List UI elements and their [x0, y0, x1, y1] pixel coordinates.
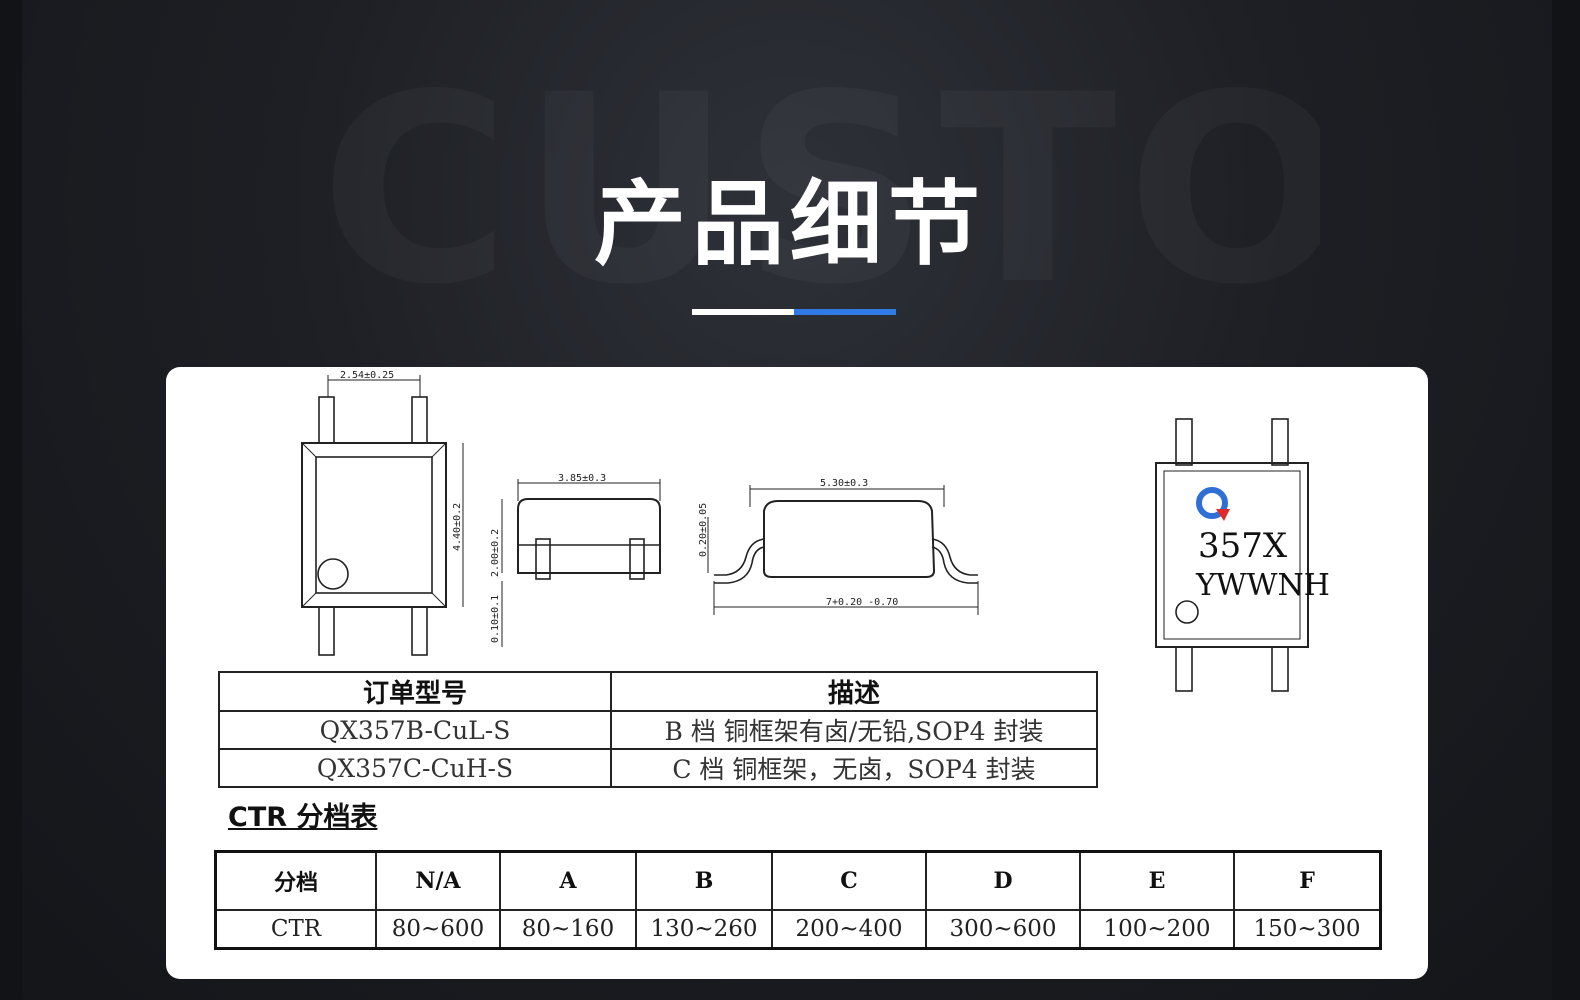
ctr-value-cell: 300~600: [925, 909, 1081, 950]
ctr-header-cell: A: [499, 850, 637, 911]
table-row: QX357B-CuL-S B 档 铜框架有卤/无铅,SOP4 封装: [218, 710, 1098, 750]
ctr-value-row: CTR 80~600 80~160 130~260 200~400 300~60…: [214, 909, 1382, 950]
ctr-header-cell: 分档: [214, 850, 377, 911]
ctr-header-cell: B: [635, 850, 773, 911]
underline-blue-segment: [794, 309, 896, 315]
dim-pitch: 2.54±0.25: [340, 370, 394, 381]
order-header-description: 描述: [610, 671, 1098, 712]
marking-view-drawing: 357X YWWNH: [1155, 418, 1330, 692]
page-title: 产品细节: [593, 171, 986, 278]
dim-lead-thickness: 0.20±0.05: [698, 503, 709, 557]
ctr-header-row: 分档 N/A A B C D E F: [214, 850, 1382, 911]
order-description-cell: B 档 铜框架有卤/无铅,SOP4 封装: [610, 710, 1098, 750]
ctr-value-cell: 130~260: [635, 909, 773, 950]
dim-body-height: 4.40±0.2: [452, 503, 463, 551]
right-edge-band: [1552, 0, 1580, 1000]
q-logo-icon: [1196, 487, 1230, 521]
order-model-cell: QX357C-CuH-S: [218, 748, 612, 788]
ctr-value-cell: 200~400: [771, 909, 927, 950]
side-view-drawing: 3.85±0.3 2.00±0.2 0.10±0.1: [490, 473, 661, 647]
ctr-value-cell: 100~200: [1079, 909, 1235, 950]
front-view-drawing: 5.30±0.3 7+0.20 -0.70 0.20±0.05: [698, 478, 979, 615]
dim-side-height: 2.00±0.2: [490, 529, 501, 577]
ctr-header-cell: F: [1233, 850, 1382, 911]
package-drawing: 2.54±0.25 4.40±0.2 3.85±0.3: [301, 370, 1330, 692]
underline-white-segment: [692, 309, 794, 315]
order-model-cell: QX357B-CuL-S: [218, 710, 612, 750]
ctr-header-cell: C: [771, 850, 927, 911]
dim-standoff: 0.10±0.1: [490, 595, 501, 643]
dim-lead-width: 5.30±0.3: [820, 478, 868, 489]
ctr-value-cell: 150~300: [1233, 909, 1382, 950]
dim-overall-width: 7+0.20 -0.70: [826, 597, 898, 608]
ctr-header-cell: D: [925, 850, 1081, 911]
ctr-value-cell: 80~160: [499, 909, 637, 950]
ctr-table-title: CTR 分档表: [228, 802, 378, 833]
left-edge-band: [0, 0, 22, 1000]
order-table: 订单型号 描述 QX357B-CuL-S B 档 铜框架有卤/无铅,SOP4 封…: [218, 671, 1098, 788]
order-description-cell: C 档 铜框架，无卤，SOP4 封装: [610, 748, 1098, 788]
top-view-drawing: 2.54±0.25 4.40±0.2: [301, 370, 464, 656]
table-row: QX357C-CuH-S C 档 铜框架，无卤，SOP4 封装: [218, 748, 1098, 788]
order-header-model: 订单型号: [218, 671, 612, 712]
title-underline: [692, 309, 896, 315]
dim-side-width: 3.85±0.3: [558, 473, 606, 484]
marking-line-2: YWWNH: [1195, 568, 1330, 603]
ctr-value-cell: 80~600: [375, 909, 501, 950]
ctr-header-cell: N/A: [375, 850, 501, 911]
ctr-value-cell: CTR: [214, 909, 377, 950]
marking-line-1: 357X: [1198, 526, 1288, 566]
ctr-table: 分档 N/A A B C D E F CTR 80~600 80~160 130…: [214, 850, 1382, 950]
ctr-header-cell: E: [1079, 850, 1235, 911]
order-table-header-row: 订单型号 描述: [218, 671, 1098, 712]
product-detail-card: 2.54±0.25 4.40±0.2 3.85±0.3: [166, 367, 1428, 979]
